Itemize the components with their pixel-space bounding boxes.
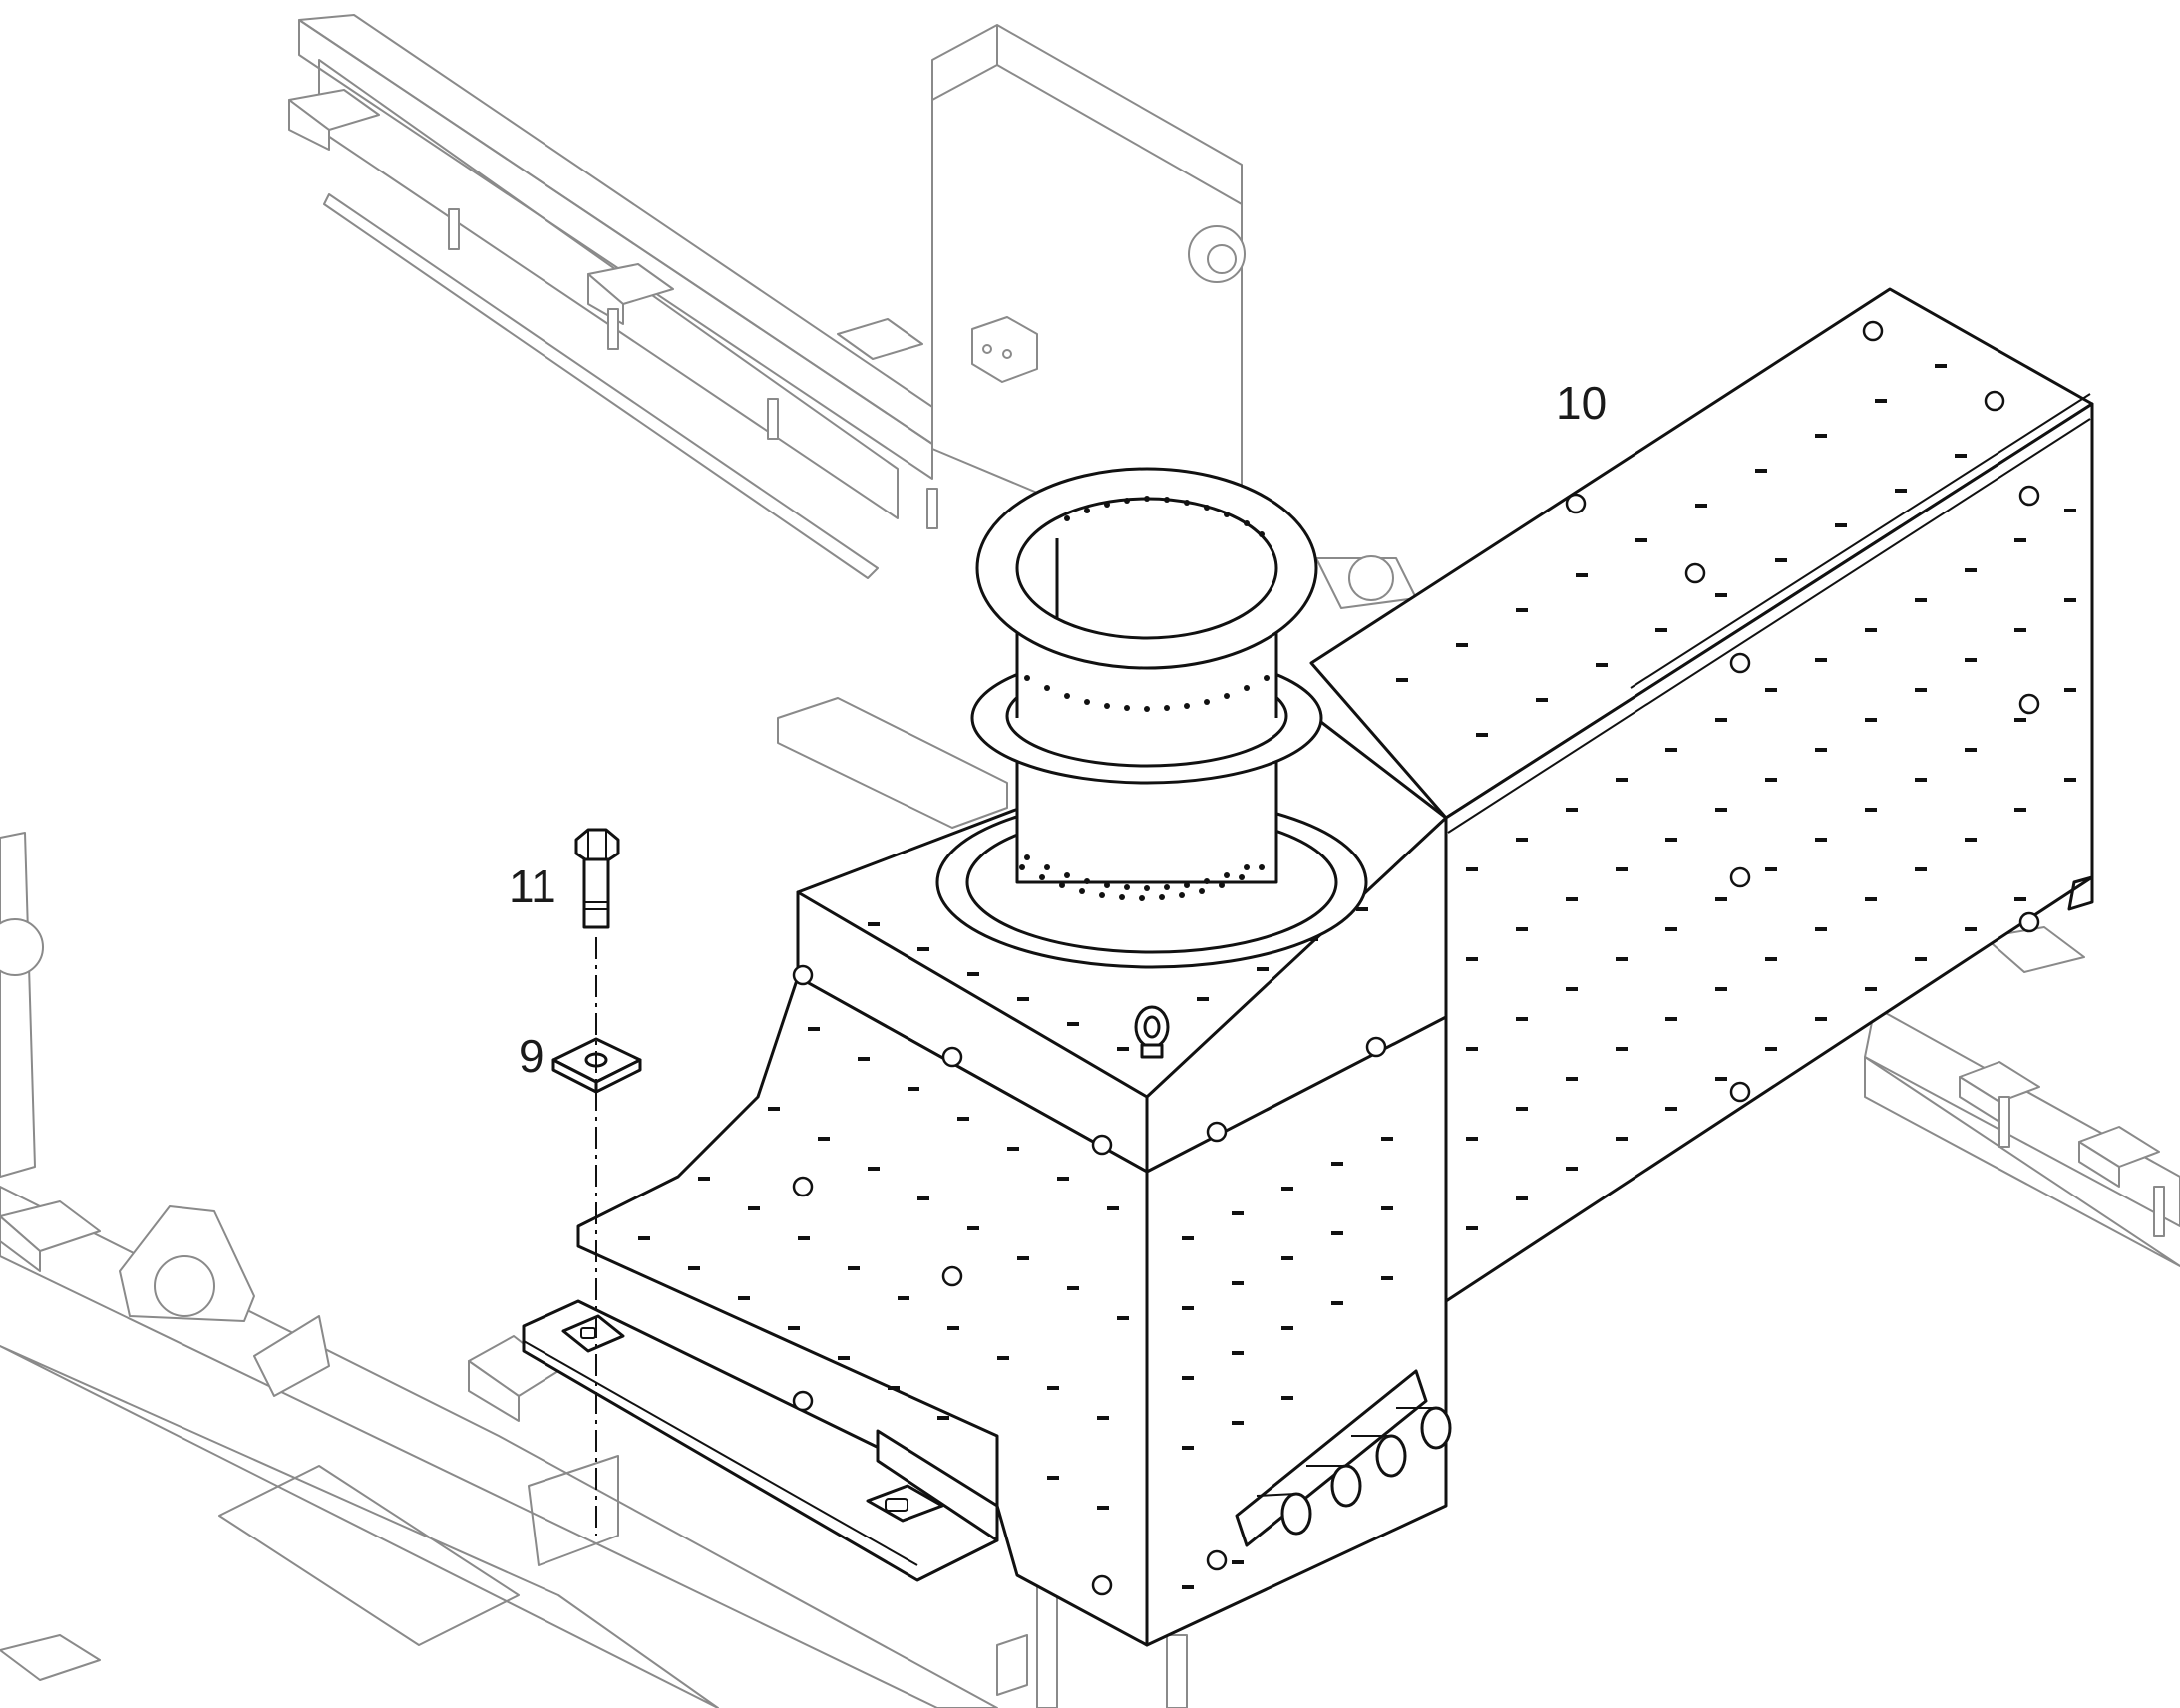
callout-11: 11 <box>509 860 556 912</box>
flue-stack <box>935 467 1368 969</box>
callout-10: 10 <box>1556 377 1607 429</box>
perforation-long-box <box>1396 364 2076 1230</box>
hex-nuts <box>1565 320 2040 1103</box>
outlet-tubes <box>1235 1369 1452 1547</box>
part-11-bolt <box>574 828 620 929</box>
stack-perforations <box>1019 496 1270 901</box>
part-10-assembly <box>522 287 2094 1647</box>
main-box-side <box>576 975 1149 1647</box>
main-box-nuts <box>792 964 1387 1596</box>
main-box-front <box>1145 1015 1448 1647</box>
lifting-eye <box>1134 1005 1170 1059</box>
background-frame <box>0 14 2180 1708</box>
perforation-main-box <box>638 907 1393 1589</box>
callout-9: 9 <box>519 1030 545 1082</box>
